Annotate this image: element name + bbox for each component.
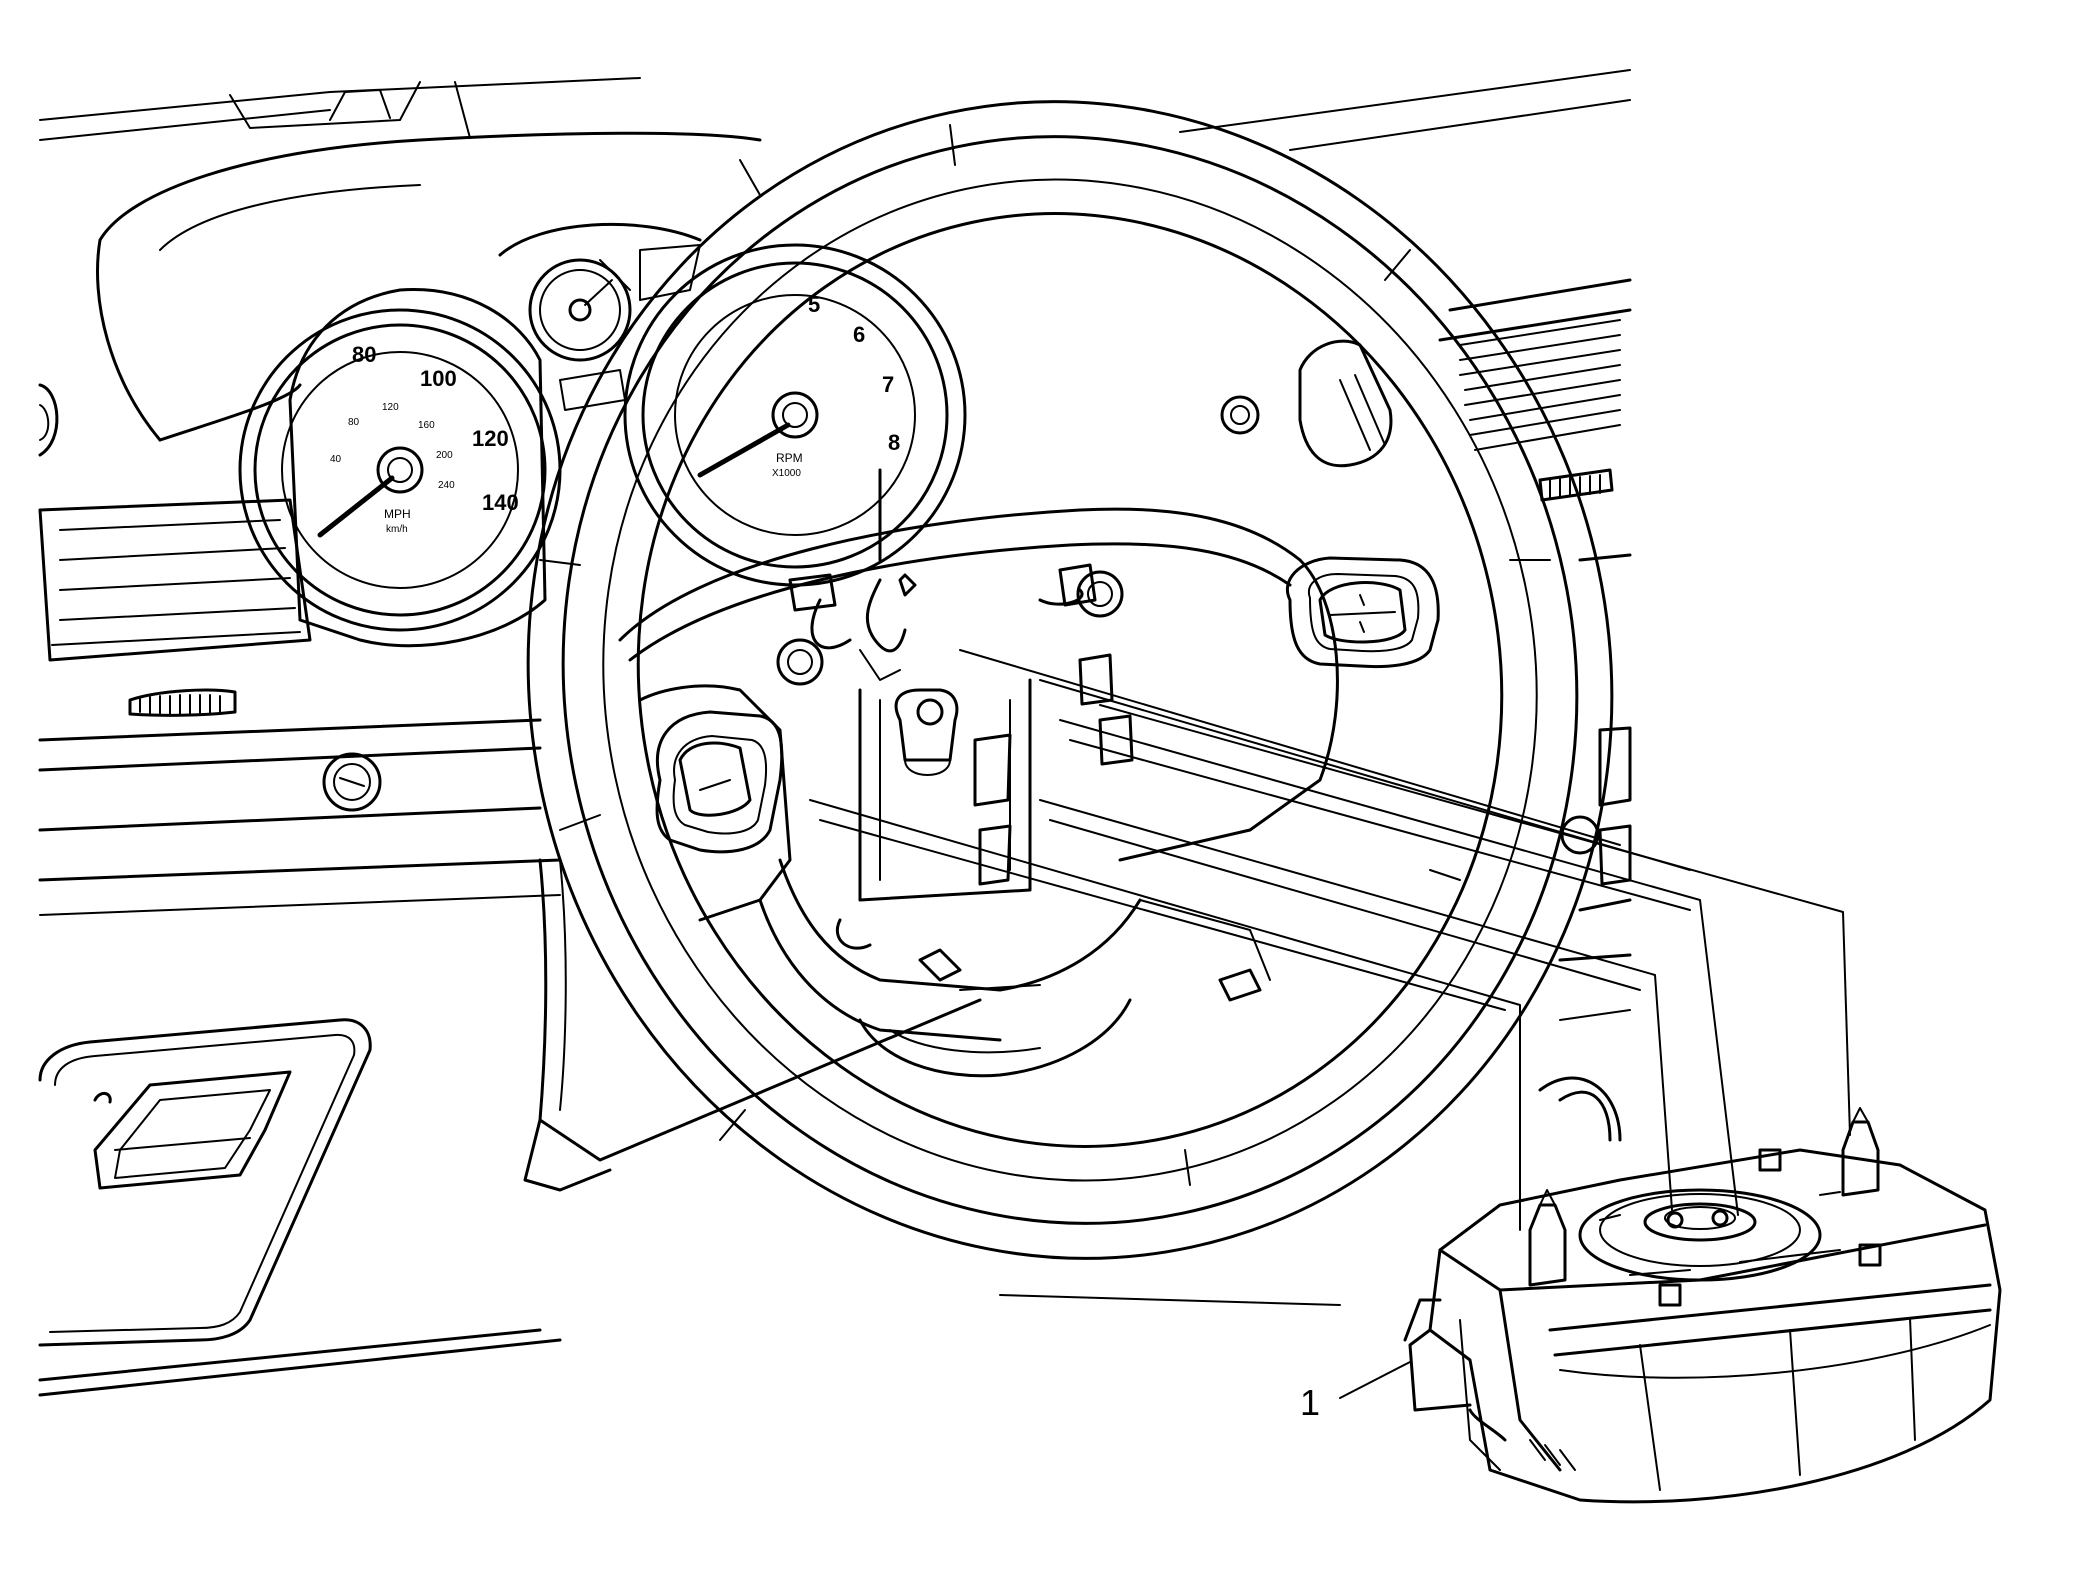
speedo-inner-tick: 160 [418, 420, 435, 431]
tach-tick: 8 [888, 430, 900, 455]
airbag-module [1403, 1107, 2002, 1504]
right-control-buttons [1318, 581, 1407, 644]
dash-knob [322, 752, 382, 812]
left-control-buttons [678, 741, 752, 817]
speedo-tick: 80 [352, 342, 376, 367]
speedo-inner-tick: 200 [436, 450, 453, 461]
speedo-unit: MPH [384, 507, 411, 521]
alignment-lines [809, 649, 1851, 1231]
steering-column-hub [776, 563, 1134, 902]
tach-tick: 6 [853, 322, 865, 347]
speedo-inner-tick: 120 [382, 402, 399, 413]
fuel-gauge [528, 258, 632, 362]
tach-sub-unit: X1000 [772, 468, 801, 479]
left-air-vent [38, 498, 312, 717]
speedo-tick: 120 [472, 426, 509, 451]
mounting-stud [1841, 1107, 1880, 1197]
glove-box [38, 1018, 372, 1347]
speedo-tick: 140 [482, 490, 519, 515]
speedo-inner-tick: 40 [330, 454, 342, 465]
speedo-sub-unit: km/h [386, 524, 408, 535]
right-dash-panel [1438, 278, 1632, 1142]
mounting-stud [1528, 1189, 1567, 1287]
callout-1: 1 [1300, 1361, 1411, 1423]
speedo-inner-tick: 80 [348, 417, 360, 428]
tachometer: 5 6 7 8 RPM X1000 [623, 243, 967, 587]
tach-tick: 7 [882, 372, 894, 397]
speedometer: 80 100 120 140 40 80 120 160 200 240 MPH… [238, 288, 562, 648]
speedo-tick: 100 [420, 366, 457, 391]
tach-unit: RPM [776, 451, 803, 465]
dashboard [38, 69, 1632, 1397]
steering-wheel [526, 100, 1614, 1260]
speedo-inner-tick: 240 [438, 480, 455, 491]
callout-number: 1 [1300, 1382, 1320, 1423]
